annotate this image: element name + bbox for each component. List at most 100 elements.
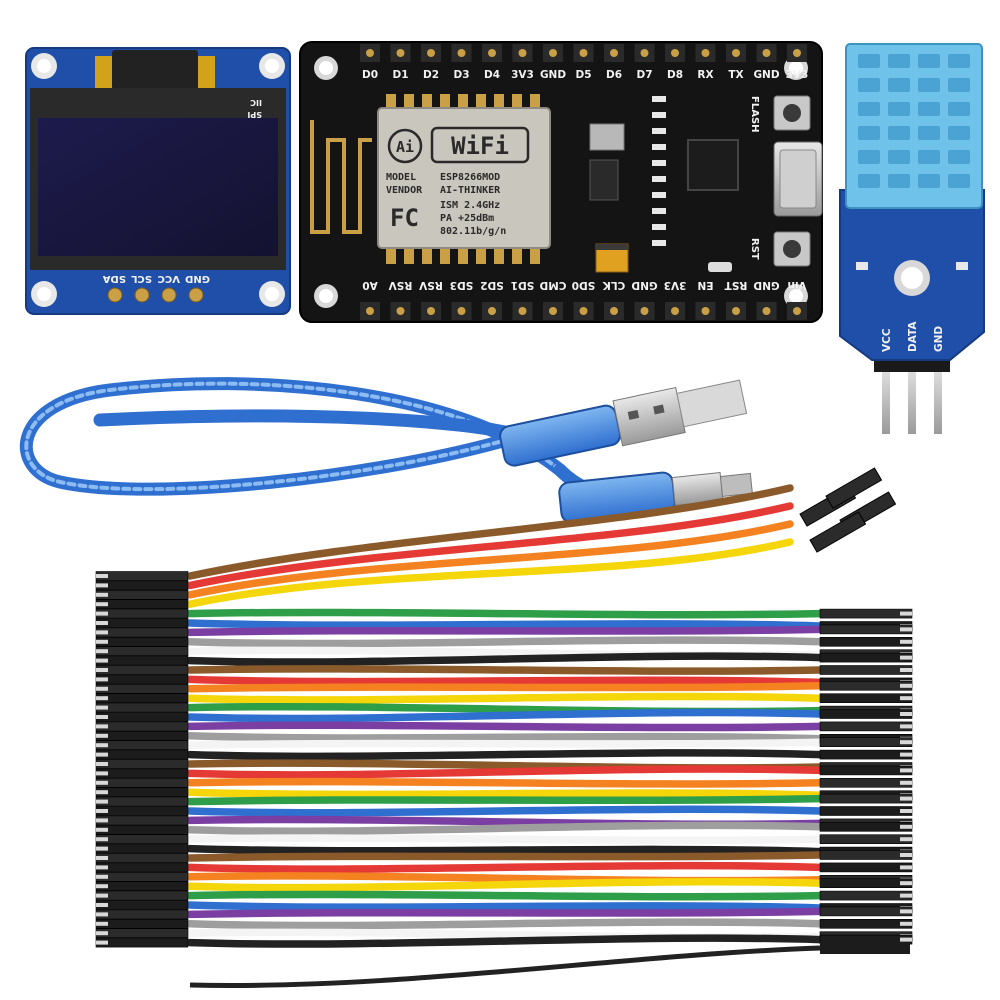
dht-vent (948, 54, 970, 68)
jumper-connector (819, 850, 913, 860)
mount-hole (31, 53, 285, 307)
dht-vent (918, 54, 940, 68)
jumper-connector (95, 918, 189, 929)
usb-cable (19, 377, 753, 524)
dht-pin-gnd-label: GND (933, 326, 945, 352)
jumper-connector (95, 815, 189, 826)
model-value: ESP8266MOD (440, 172, 500, 183)
bottom-pin-label: RSV (388, 279, 413, 291)
top-pin-label: D0 (362, 69, 378, 81)
dht-vent (918, 150, 940, 164)
jumper-connector (825, 467, 883, 509)
top-pin-label: D8 (667, 69, 683, 81)
jumper-wire (186, 794, 824, 806)
status-led (708, 262, 732, 272)
oled-pin-header (107, 287, 204, 303)
dht-vent (948, 150, 970, 164)
jumper-wire (186, 878, 824, 892)
bottom-pin-label: Vin (787, 279, 806, 291)
jumper-connector (95, 702, 189, 713)
jumper-connector (819, 821, 913, 832)
jumper-wire (186, 652, 824, 666)
jumper-connector (819, 624, 913, 635)
top-pin-label: D1 (392, 69, 408, 81)
usb-serial-chip (687, 139, 739, 191)
jumper-wire (186, 861, 824, 873)
jumper-wire (186, 665, 824, 675)
dht-vent (948, 78, 970, 92)
jumper-wire (186, 890, 824, 901)
dht-pin-vcc-label: VCC (881, 328, 893, 352)
usb-a-connector (499, 379, 748, 467)
jumper-connector (819, 777, 913, 788)
jumper-connector (95, 787, 189, 798)
jumper-connector (95, 740, 189, 751)
jumper-connector (95, 683, 189, 694)
jumper-connector (95, 712, 189, 722)
flash-button-label: FLASH (749, 96, 760, 133)
dht-pin (882, 362, 890, 434)
top-pin-label: D3 (453, 69, 469, 81)
jumper-connector (95, 721, 189, 732)
jumper-wire (186, 502, 794, 590)
dht-vent (918, 78, 940, 92)
jumper-connector (820, 942, 910, 954)
dht-vent (918, 102, 940, 116)
jumper-connector (819, 693, 913, 704)
jumper-connector (819, 878, 913, 889)
dht-vent (858, 102, 880, 116)
oled-module: IIC SPI GND VCC SCL SDA (25, 47, 291, 315)
jumper-wire (186, 625, 824, 637)
dht-vent (948, 102, 970, 116)
jumper-connector (819, 806, 913, 816)
jumper-wire (186, 520, 794, 599)
dht-vent (858, 150, 880, 164)
bottom-pin-label: RST (724, 279, 748, 291)
bottom-pin-label: SD0 (572, 279, 596, 291)
dht-vent (918, 126, 940, 140)
top-pin-label: D5 (575, 69, 591, 81)
fcc-logo: FC (390, 204, 419, 232)
nodemcu-top-header (360, 44, 807, 62)
jumper-connector (95, 843, 189, 854)
ism-text: ISM 2.4GHz (440, 200, 500, 211)
jumper-wire (186, 484, 794, 580)
jumper-connector (819, 608, 913, 619)
jumper-connector (95, 871, 189, 882)
jumper-connector (95, 749, 189, 760)
jumper-connector (95, 862, 189, 873)
jumper-wire (186, 721, 824, 732)
dht-vent (858, 78, 880, 92)
wifi-logo: WiFi (451, 132, 509, 160)
jumper-connector (95, 655, 189, 666)
jumper-wire (186, 805, 824, 817)
jumper-connector (95, 608, 189, 619)
jumper-wire (186, 708, 824, 723)
bottom-pin-label: CMD (539, 279, 566, 291)
jumper-wire (186, 732, 824, 743)
jumper-wire (186, 907, 824, 919)
jumper-connector (95, 618, 189, 628)
oled-mark-spi: SPI (247, 110, 262, 119)
model-label: MODEL (386, 172, 416, 183)
jumper-wire (186, 682, 824, 693)
jumper-connector (95, 665, 189, 675)
bottom-pin-label: GND (631, 279, 657, 291)
bottom-pin-label: A0 (362, 279, 377, 291)
jumper-wire (186, 851, 824, 862)
jumper-connector (95, 636, 189, 647)
jumper-connector (95, 806, 189, 816)
jumper-connector (819, 721, 913, 732)
jumper-connector (95, 928, 189, 939)
oled-pin-scl-label: SCL (130, 273, 152, 284)
jumper-connector (95, 627, 189, 638)
jumper-wire (186, 821, 824, 835)
oled-screen (38, 118, 278, 256)
jumper-connector (95, 853, 189, 863)
jumper-connector (819, 709, 913, 719)
top-pin-label: D7 (636, 69, 652, 81)
jumper-connector (819, 862, 913, 873)
jumper-connector (95, 580, 189, 591)
jumper-wire (186, 934, 824, 948)
